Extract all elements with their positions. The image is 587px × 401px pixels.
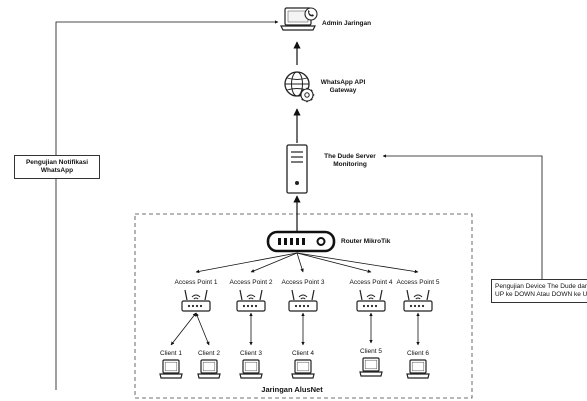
whatsapp-test-path [55,20,279,390]
network-boundary [134,213,473,399]
laptop-icon [359,357,383,377]
access-point-label: Access Point 2 [229,279,273,286]
laptop-phone-icon [280,7,318,31]
router-icon [266,230,336,253]
access-point-label: Access Point 4 [349,279,393,286]
access-point-label: Access Point 3 [281,279,325,286]
router-to-ap-links [195,252,419,274]
device-test-path [382,154,543,300]
wifi-router-icon [356,289,386,312]
laptop-icon [291,359,315,379]
server-label: The Dude Server Monitoring [324,153,376,168]
ap-to-client-links [170,312,420,346]
network-label: Jaringan AlusNet [261,385,323,394]
globe-gear-icon [284,71,315,103]
whatsapp-test-note: Pengujian Notifikasi WhatsApp [14,155,100,179]
wifi-router-icon [236,289,266,312]
laptop-icon [197,359,221,379]
wifi-router-icon [288,289,318,312]
server-tower-icon [286,144,308,194]
device-test-note: Pengujian Device The Dude dari UP ke DOW… [491,279,587,303]
access-point-label: Access Point 5 [396,279,440,286]
admin-label: Admin Jaringan [322,20,372,27]
client-label: Client 4 [291,350,315,357]
access-point-label: Access Point 1 [174,279,218,286]
client-label: Client 2 [197,350,221,357]
laptop-icon [159,359,183,379]
client-label: Client 3 [239,350,263,357]
laptop-icon [406,359,430,379]
laptop-icon [239,359,263,379]
wifi-router-icon [403,289,433,312]
client-label: Client 5 [359,348,383,355]
client-label: Client 1 [159,350,183,357]
gateway-label: WhatsApp API Gateway [320,79,366,94]
router-label: Router MikroTik [341,238,391,245]
wifi-router-icon [181,289,211,312]
client-label: Client 6 [406,350,430,357]
